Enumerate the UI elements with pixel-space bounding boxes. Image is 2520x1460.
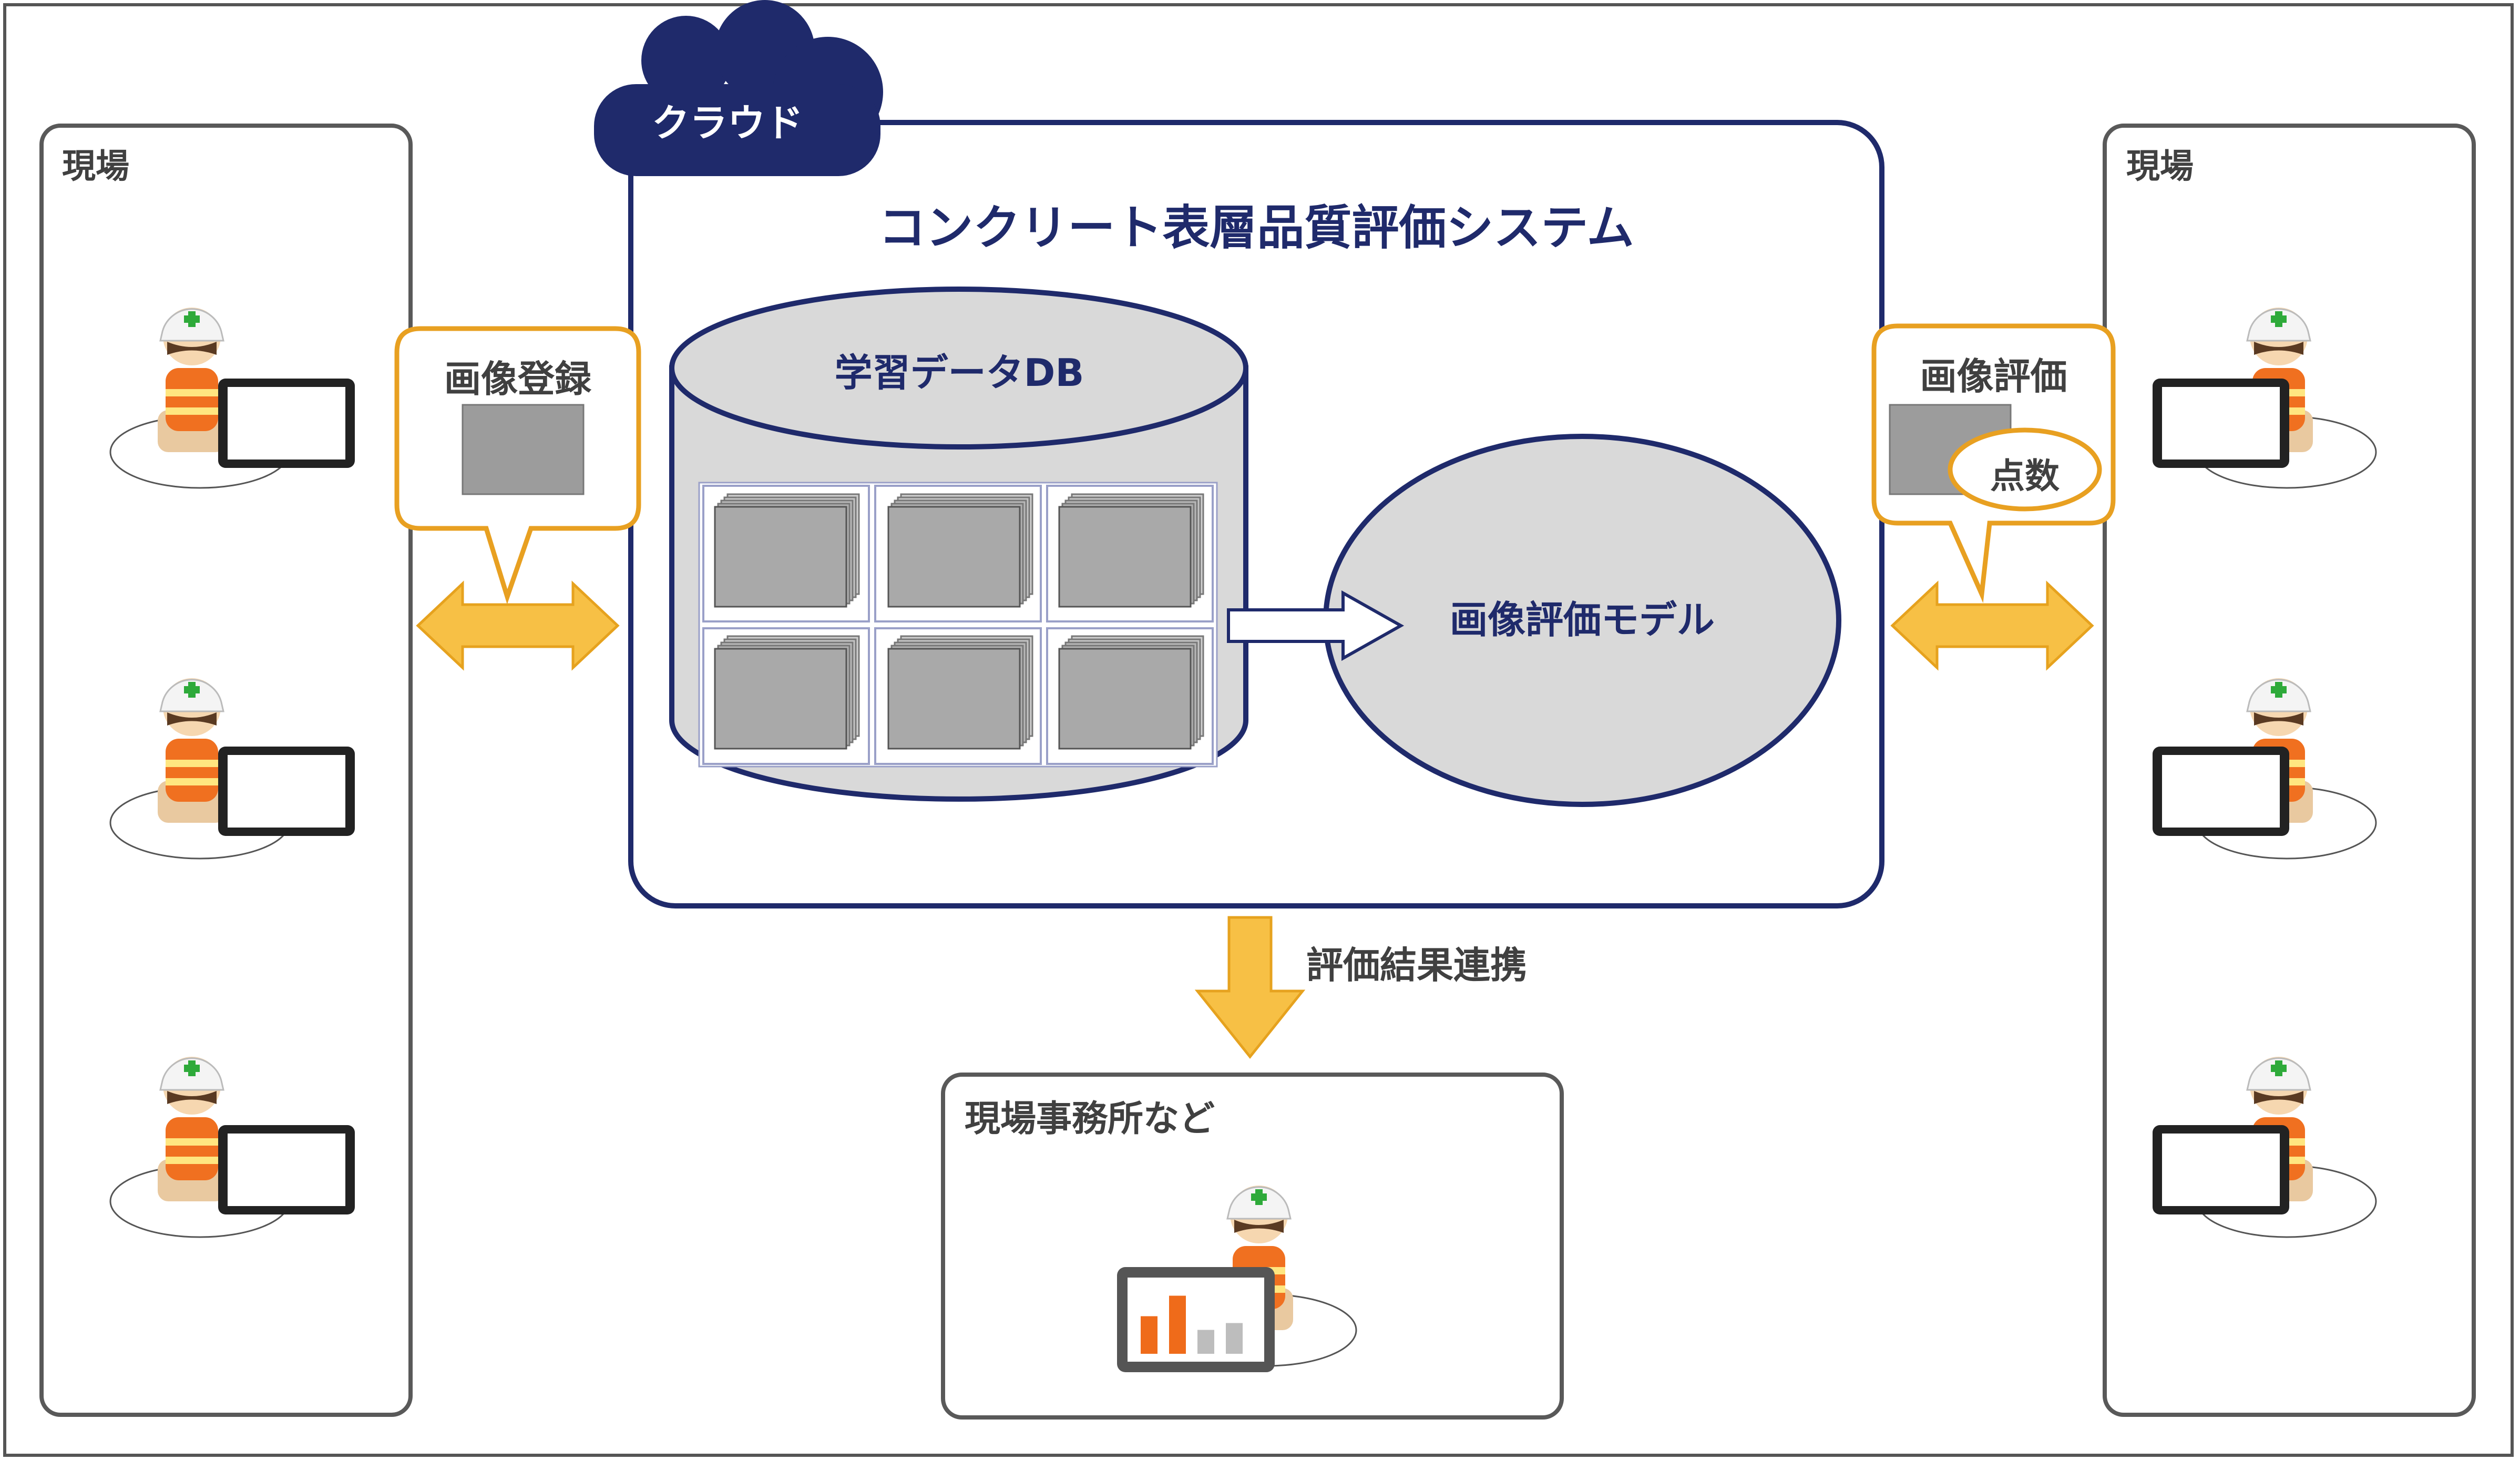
database-title: 学習データDB [834, 351, 1084, 395]
registered-image [462, 404, 585, 495]
left-site-title: 現場 [62, 147, 129, 186]
right-exchange-arrow [1890, 580, 2094, 671]
evaluate-label: 画像評価 [1920, 355, 2067, 398]
right-worker-2 [2153, 677, 2377, 860]
cloud-icon [594, 0, 883, 176]
outer-frame [3, 3, 2514, 1457]
right-worker-1 [2153, 307, 2377, 489]
left-exchange-arrow [416, 580, 620, 671]
left-worker-1 [109, 307, 355, 489]
db-to-model-arrow [1227, 590, 1405, 661]
tablet-bar [1226, 1323, 1243, 1354]
office-worker [1117, 1185, 1357, 1372]
left-worker-2 [109, 677, 355, 860]
training-images [702, 485, 1214, 765]
right-site-title: 現場 [2126, 147, 2194, 186]
office-title: 現場事務所など [965, 1098, 1215, 1140]
tablet-bar [1141, 1316, 1157, 1354]
right-worker-3 [2153, 1056, 2377, 1238]
score-ellipse [1948, 427, 2102, 512]
left-worker-3 [109, 1056, 355, 1238]
score-label: 点数 [1990, 456, 2060, 496]
tablet-bar [1169, 1295, 1186, 1354]
register-label: 画像登録 [444, 358, 591, 401]
system-title: コンクリート表層品質評価システム [878, 200, 1634, 256]
tablet-bar [1197, 1330, 1214, 1354]
result-link-label: 評価結果連携 [1306, 944, 1527, 987]
cloud-label: クラウド [652, 101, 804, 145]
model-label: 画像評価モデル [1449, 598, 1715, 642]
result-down-arrow [1194, 916, 1306, 1059]
tablet-bar-chart [1141, 1295, 1243, 1354]
